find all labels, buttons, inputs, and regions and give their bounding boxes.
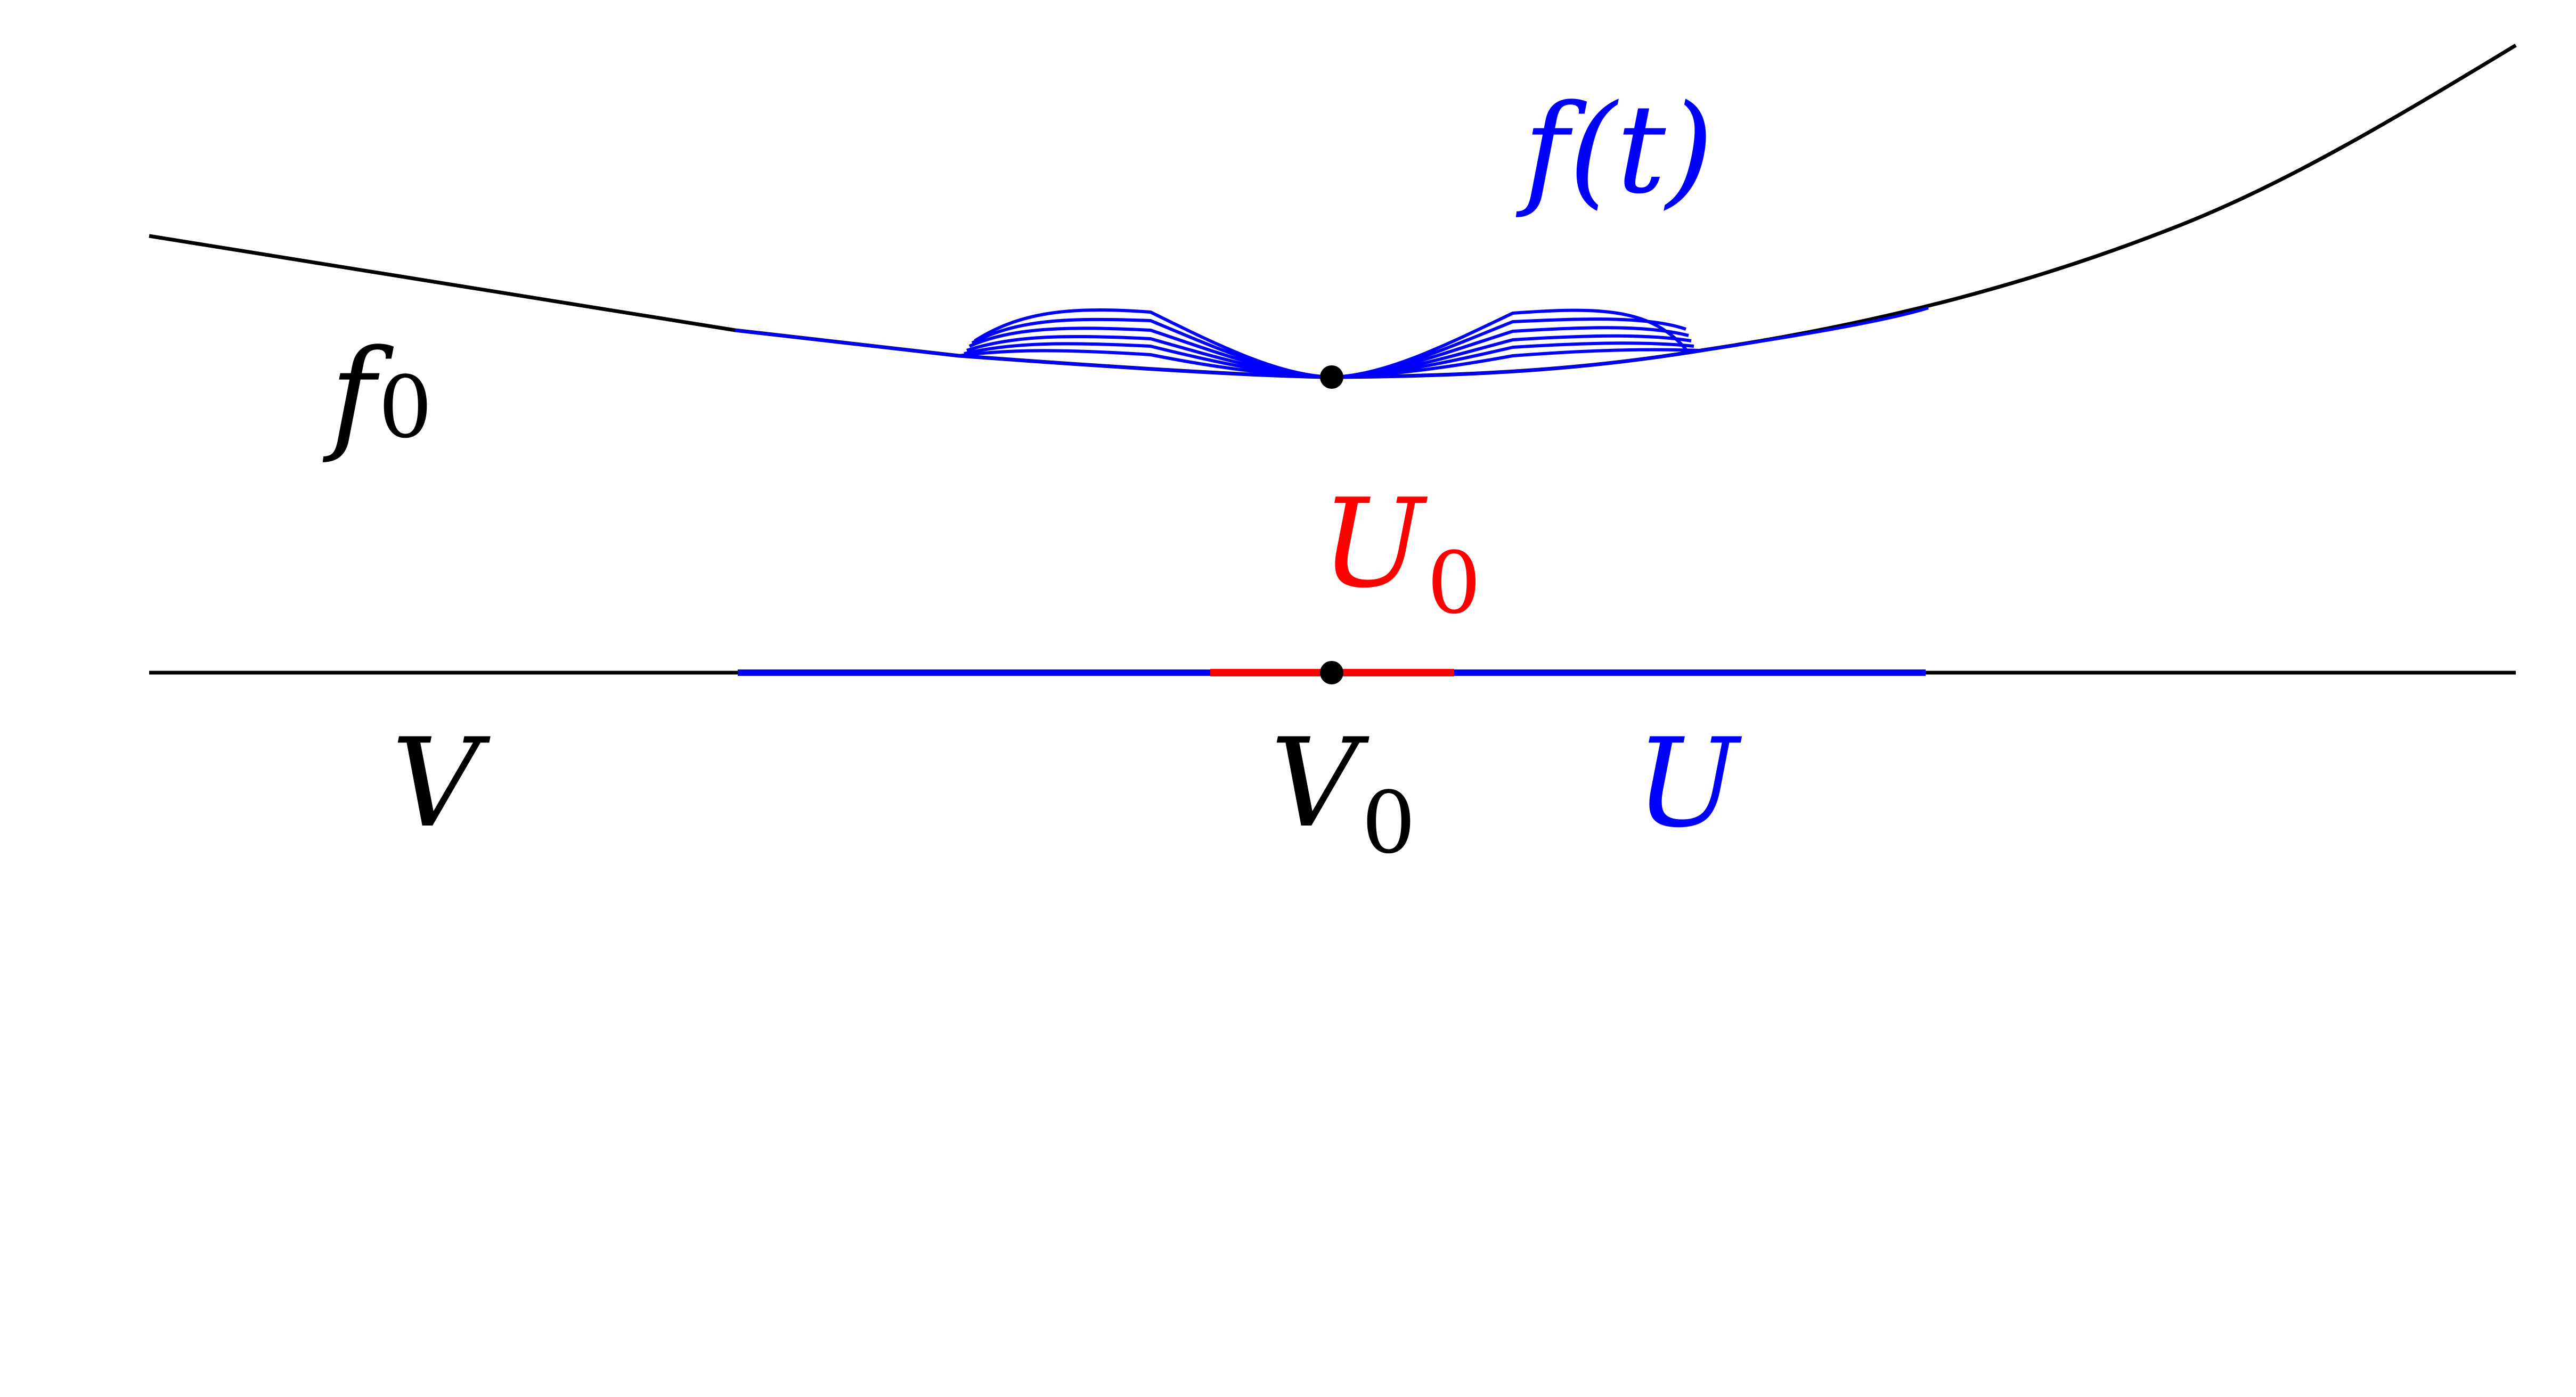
label-u0-sub: 0 (1427, 533, 1481, 633)
label-f0: f0 (322, 324, 433, 466)
point-v0 (1320, 661, 1343, 684)
label-v: V (392, 713, 491, 855)
label-v0-main: V (1270, 713, 1369, 855)
label-u0: U0 (1321, 473, 1481, 633)
curve-f0 (149, 44, 2517, 379)
label-v0-sub: 0 (1362, 773, 1416, 872)
point-on-curve (1320, 365, 1343, 389)
label-v0: V0 (1270, 713, 1416, 872)
curve-ft-base (735, 306, 1929, 379)
label-f0-sub: 0 (378, 357, 433, 457)
label-u0-main: U (1321, 473, 1428, 615)
label-u: U (1635, 713, 1742, 855)
label-ft: f(t) (1515, 79, 1714, 221)
